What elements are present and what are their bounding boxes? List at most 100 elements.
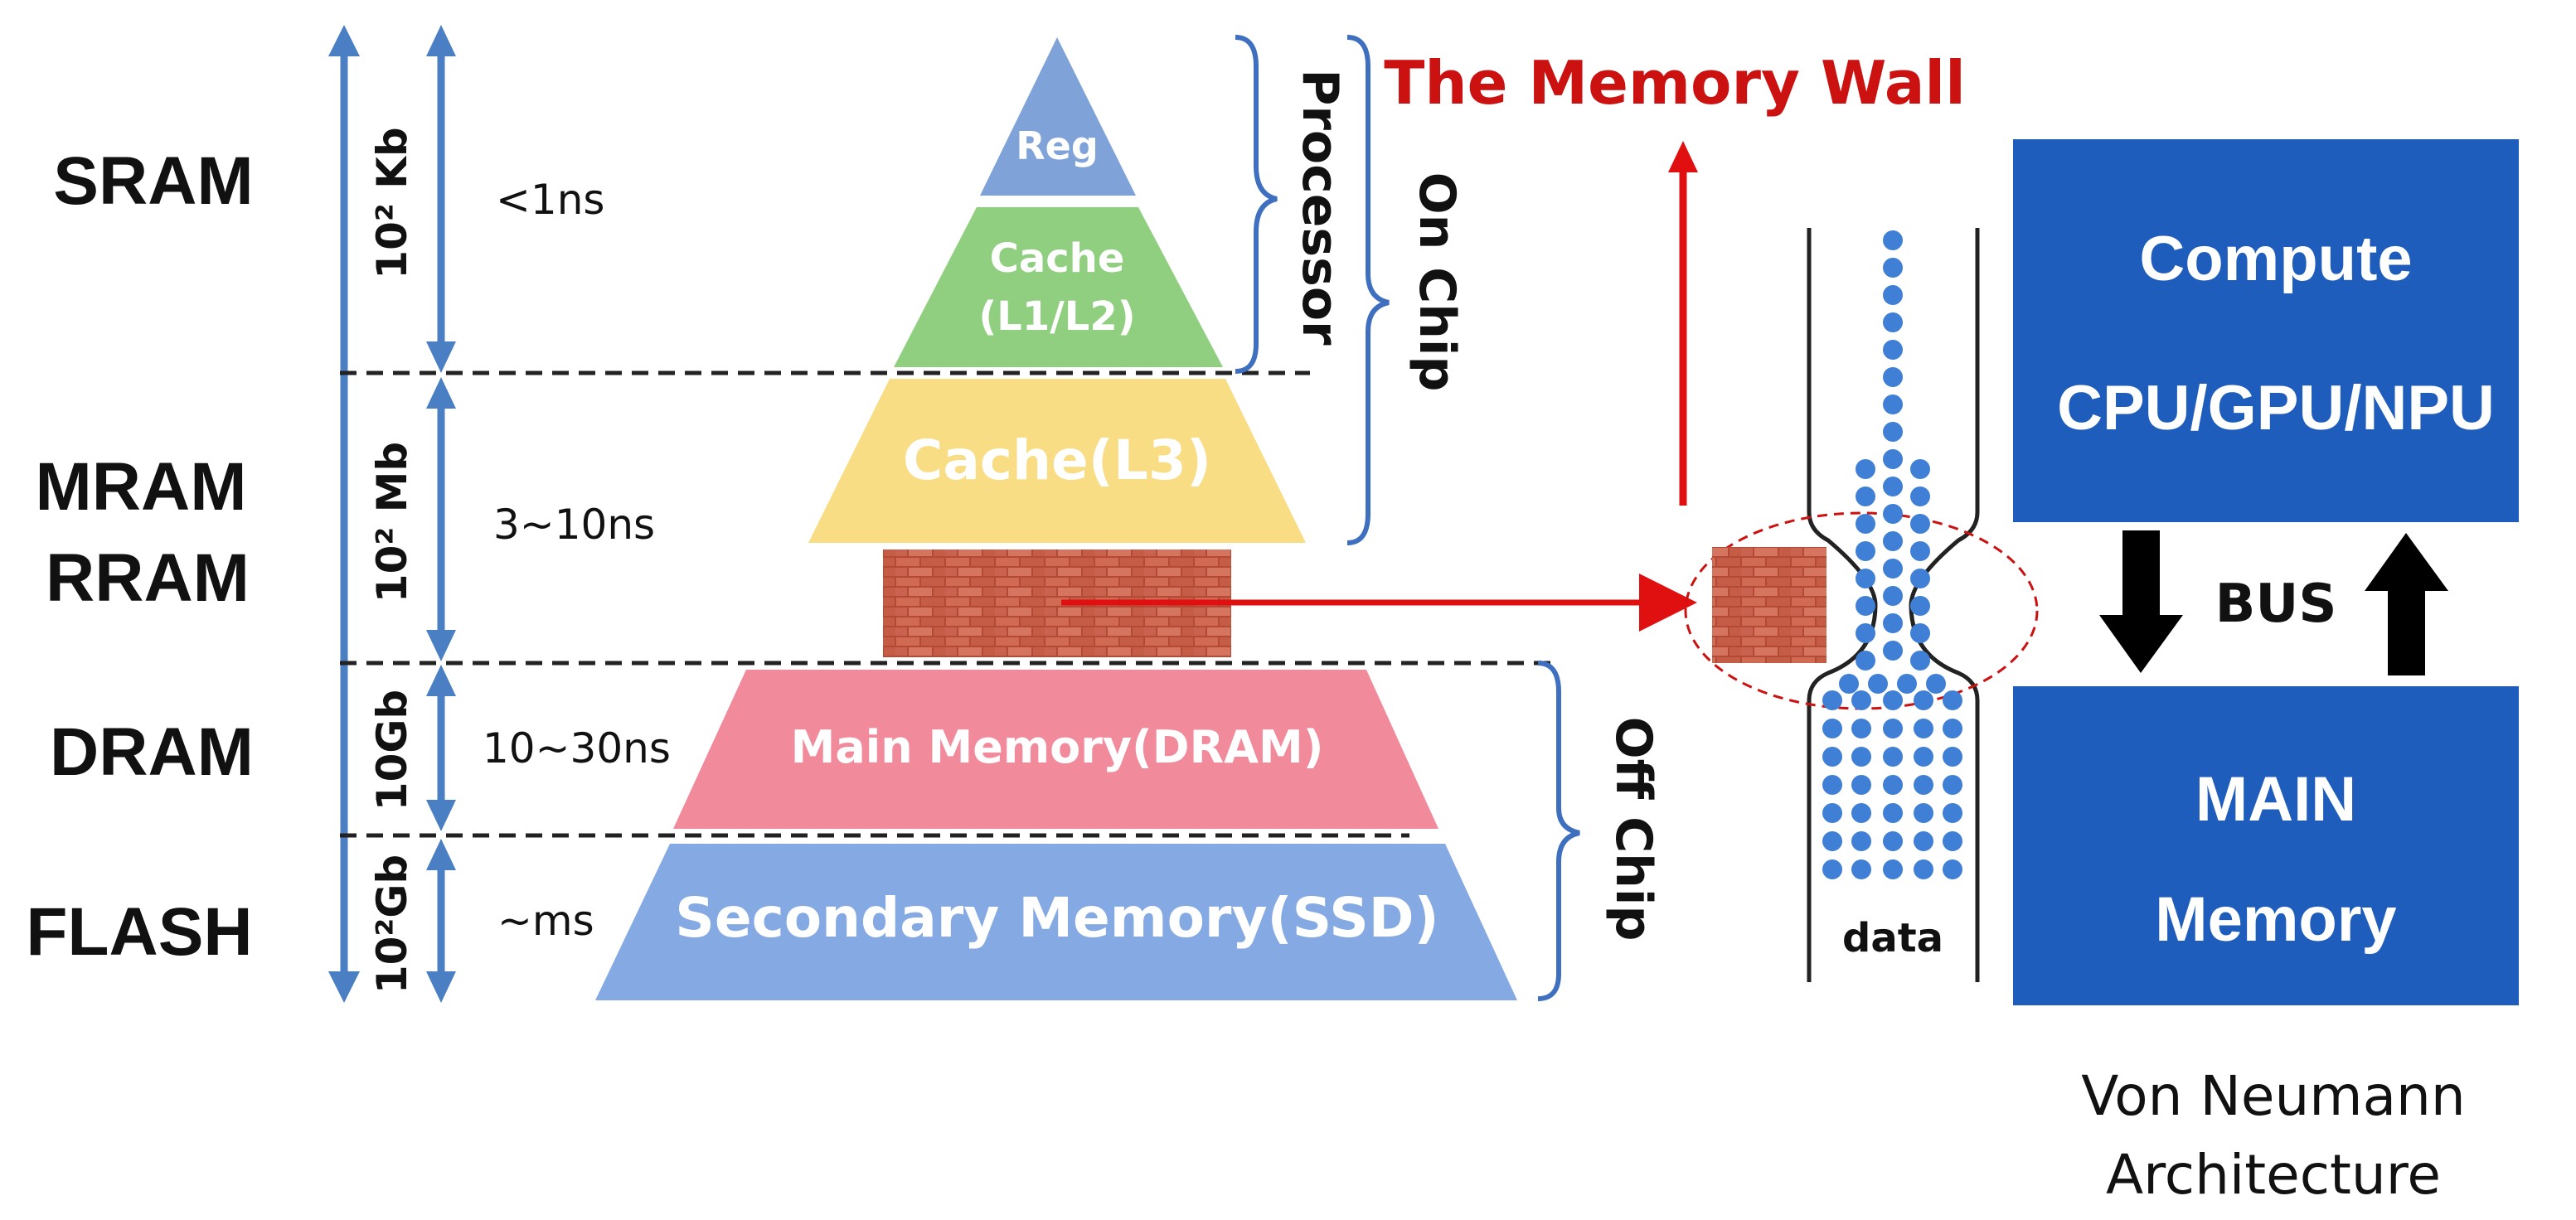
latency-label-dram: 10~30ns (483, 724, 671, 772)
data-dot (1943, 831, 1962, 851)
data-dot (1856, 569, 1875, 588)
capacity-label-mram: 10² Mb (368, 442, 416, 603)
data-dot (1822, 803, 1842, 823)
data-dot (1822, 831, 1842, 851)
data-dot (1883, 504, 1903, 524)
latency-label-flash: ~ms (497, 897, 594, 945)
on-chip-bracket (1346, 35, 1390, 545)
tech-label-flash: FLASH (26, 894, 252, 970)
data-dot (1822, 775, 1842, 795)
data-label: data (1842, 915, 1943, 961)
latency-label-mram: 3~10ns (493, 501, 655, 549)
data-dot (1943, 719, 1962, 738)
data-dot (1914, 831, 1933, 851)
capacity-arrow-sram (426, 25, 456, 373)
capacity-arrow-flash (426, 839, 456, 1003)
capacity-arrow-mram (426, 377, 456, 661)
tier-cache-l1l2 (894, 207, 1223, 367)
data-dots (1822, 230, 1962, 879)
capacity-label-sram: 10² Kb (368, 127, 416, 278)
compute-label: Compute (2139, 224, 2412, 294)
data-dot (1883, 367, 1903, 387)
data-dot (1856, 459, 1875, 479)
data-dot (1851, 690, 1871, 710)
memory-wall-up-arrow (1668, 141, 1698, 506)
compute-units-label: CPU/GPU/NPU (2057, 373, 2495, 443)
data-dot (1851, 747, 1871, 767)
data-dot (1883, 230, 1903, 250)
data-dot (1868, 674, 1888, 694)
data-dot (1883, 747, 1903, 767)
data-dot (1839, 674, 1859, 694)
data-dot (1883, 449, 1903, 469)
capacity-label-flash: 10²Gb (368, 854, 416, 994)
off-chip-label: Off Chip (1604, 717, 1662, 942)
data-dot (1914, 747, 1933, 767)
data-dot (1822, 719, 1842, 738)
tier-main-memory (673, 670, 1438, 829)
bottleneck-wall-icon (1712, 547, 1826, 663)
data-dot (1856, 514, 1875, 534)
data-dot (1883, 285, 1903, 305)
off-chip-bracket (1537, 661, 1580, 1001)
memory-wall-title: The Memory Wall (1384, 48, 1966, 118)
architecture-caption-line2: Architecture (2106, 1143, 2441, 1207)
data-dot (1883, 258, 1903, 278)
tier-secondary-memory (595, 844, 1517, 1000)
capacity-arrow-dram (426, 665, 456, 831)
data-dot (1914, 775, 1933, 795)
data-dot (1943, 690, 1962, 710)
data-dot (1856, 487, 1875, 506)
data-dot (1883, 803, 1903, 823)
data-dot (1914, 803, 1933, 823)
data-dot (1926, 674, 1946, 694)
pyramid (595, 37, 1517, 1000)
full-range-arrow (328, 25, 360, 1003)
data-dot (1943, 775, 1962, 795)
bus-label: BUS (2215, 574, 2337, 635)
data-dot (1851, 719, 1871, 738)
data-dot (1883, 477, 1903, 496)
level-separators (340, 370, 1559, 838)
main-memory-label-line1: MAIN (2195, 764, 2356, 835)
tier-label-cache-l1l2-line2: (L1/L2) (978, 293, 1135, 340)
data-dot (1883, 831, 1903, 851)
tech-label-mram: MRAM (35, 449, 246, 525)
data-dot (1914, 859, 1933, 879)
tech-label-rram: RRAM (46, 540, 250, 616)
data-dot (1883, 395, 1903, 414)
data-dot (1883, 312, 1903, 332)
data-dot (1822, 747, 1842, 767)
data-dot (1856, 651, 1875, 671)
data-dot (1883, 719, 1903, 738)
data-dot (1910, 487, 1930, 506)
data-dot (1910, 514, 1930, 534)
bus-up-arrow (2365, 533, 2448, 675)
data-dot (1914, 719, 1933, 738)
data-dot (1910, 569, 1930, 588)
main-memory-label-line2: Memory (2155, 884, 2396, 955)
tier-label-secondary-memory: Secondary Memory(SSD) (675, 886, 1438, 950)
tech-label-dram: DRAM (50, 714, 254, 790)
data-dot (1883, 340, 1903, 360)
data-dot (1883, 859, 1903, 879)
data-dot (1943, 803, 1962, 823)
data-dot (1851, 859, 1871, 879)
data-dot (1910, 651, 1930, 671)
data-dot (1883, 775, 1903, 795)
compute-box (2013, 139, 2519, 522)
processor-bracket (1235, 35, 1278, 374)
capacity-label-dram: 10Gb (368, 690, 416, 811)
data-dot (1883, 422, 1903, 442)
data-dot (1883, 559, 1903, 579)
data-dot (1883, 613, 1903, 633)
data-dot (1910, 459, 1930, 479)
data-dot (1910, 541, 1930, 561)
architecture-caption-line1: Von Neumann (2081, 1064, 2465, 1128)
tier-cache-l3 (808, 379, 1306, 543)
data-dot (1914, 690, 1933, 710)
bus-down-arrow (2099, 530, 2183, 673)
data-dot (1856, 623, 1875, 643)
data-dot (1822, 690, 1842, 710)
